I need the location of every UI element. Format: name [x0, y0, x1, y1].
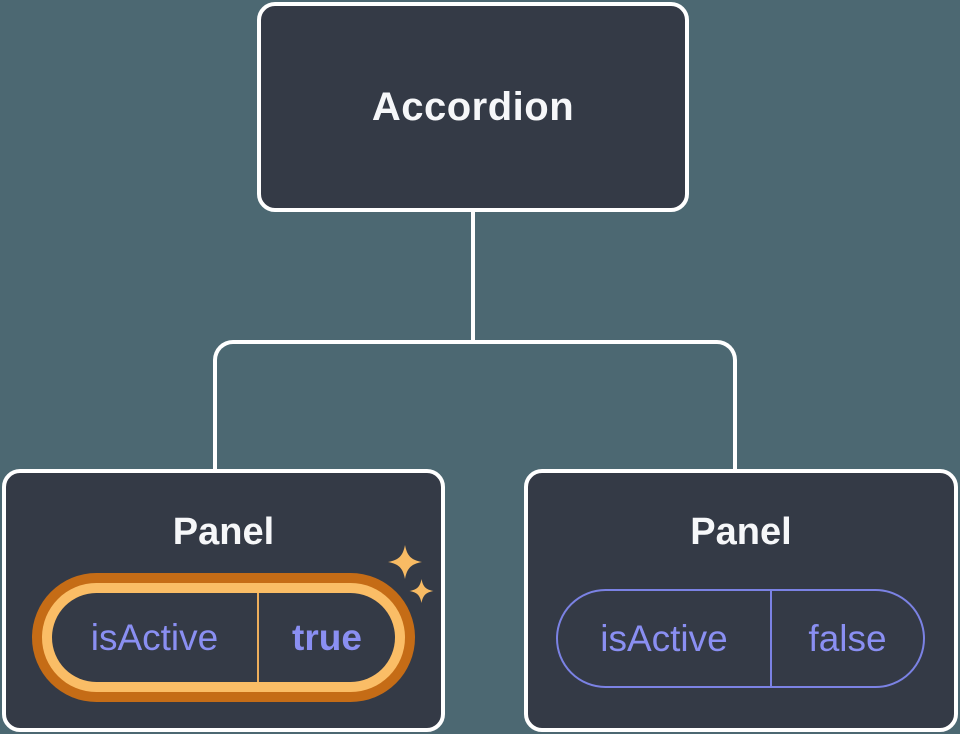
panel-node-label: Panel [690, 511, 792, 553]
prop-name-label: isActive [558, 591, 772, 686]
sparkle-icon-large [388, 545, 422, 579]
prop-name-label: isActive [52, 593, 259, 682]
connector-branch-line [213, 340, 737, 472]
sparkle-icon-small [409, 579, 434, 603]
connector-stem-line [471, 210, 475, 342]
prop-value-label: false [808, 617, 887, 659]
prop-pill-active-ring: isActive true [42, 583, 405, 692]
accordion-node-label: Accordion [371, 84, 575, 129]
prop-value-label: true [292, 616, 362, 658]
prop-pill-active-body: isActive true [52, 593, 395, 682]
panel-node-label: Panel [172, 511, 275, 553]
prop-pill-active: isActive true [32, 573, 415, 702]
prop-pill-inactive: isActive false [556, 589, 925, 688]
accordion-node: Accordion [257, 2, 689, 212]
